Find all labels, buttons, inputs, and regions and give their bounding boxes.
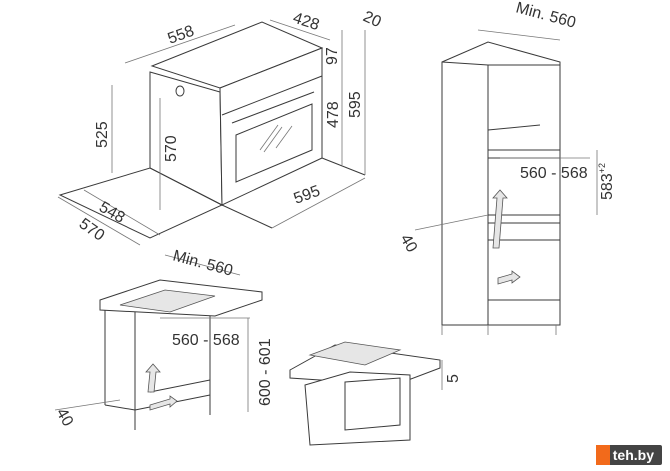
watermark: teh.by — [595, 445, 662, 465]
undercounter-niche-width: 560 - 568 — [172, 332, 240, 349]
column-min-depth: Min. 560 — [514, 0, 578, 32]
undercounter-niche-height: 600 - 601 — [257, 338, 274, 406]
dim-niche-height: 570 — [163, 135, 180, 162]
dim-door-height: 478 — [325, 101, 342, 128]
dim-width: 595 — [292, 183, 323, 208]
hob-oven-drawing — [289, 341, 443, 446]
watermark-text: teh.by — [612, 447, 654, 463]
column-niche-width: 560 - 568 — [520, 165, 588, 182]
airflow-arrow-icon — [145, 363, 161, 393]
dim-door-depth: 428 — [291, 10, 322, 34]
dim-panel-depth: 20 — [360, 8, 383, 31]
dim-body-height: 525 — [94, 121, 111, 148]
undercounter-min-depth: Min. 560 — [171, 247, 235, 279]
dim-body-depth: 548 — [96, 199, 128, 227]
airflow-arrow-icon — [492, 189, 508, 249]
column-drawing — [414, 29, 598, 335]
undercounter-drawing — [54, 254, 263, 430]
dim-panel-height: 97 — [324, 47, 341, 65]
watermark-logo-icon — [595, 445, 610, 465]
dim-total-depth: 570 — [76, 215, 108, 244]
column-niche-height: 583+2 — [597, 163, 616, 200]
oven-drawing — [57, 19, 366, 246]
airflow-arrow-icon — [149, 395, 178, 411]
dim-depth-top: 558 — [166, 23, 197, 48]
undercounter-vent: 40 — [53, 406, 77, 430]
column-vent: 40 — [397, 232, 421, 256]
airflow-arrow-icon — [497, 270, 521, 285]
dim-total-height: 595 — [347, 91, 364, 118]
hob-gap: 5 — [445, 374, 462, 383]
